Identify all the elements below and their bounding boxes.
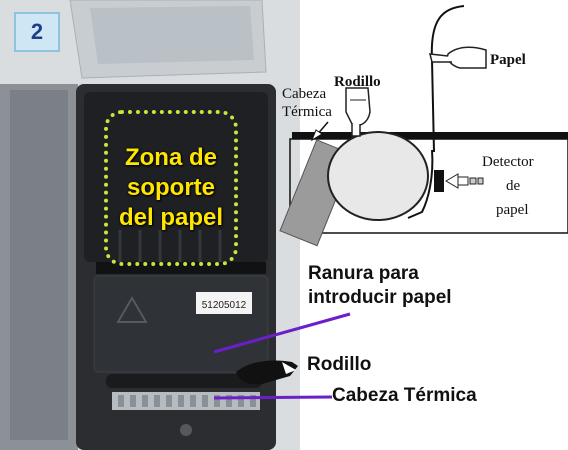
paper-path — [430, 5, 465, 153]
support-bar — [292, 132, 568, 139]
callout-line-cabeza — [213, 395, 333, 400]
serial-label: 51205012 — [202, 300, 247, 311]
callout-rodillo: Rodillo — [307, 354, 372, 375]
zone-label-line-3: del papel — [118, 204, 224, 231]
callout-ranura-line-2: introducir papel — [308, 287, 452, 308]
schematic-diagram: Papel Rodillo Cabeza Térmica Detector de… — [279, 5, 568, 247]
paper-detector — [434, 170, 444, 192]
screw — [180, 424, 192, 436]
detector-arrow-icon — [445, 173, 484, 189]
callout-cabeza-termica: Cabeza Térmica — [332, 385, 477, 406]
callout-ranura: Ranura para introducir papel — [308, 262, 452, 310]
callout-ranura-line-1: Ranura para — [308, 263, 419, 284]
hand-pointer-icon — [236, 360, 298, 385]
serial-sticker — [196, 292, 252, 314]
paper-compartment — [84, 92, 268, 262]
diagram-label-papel: Papel — [490, 52, 526, 68]
warning-icon — [116, 296, 148, 323]
roller-circle — [327, 131, 429, 221]
zone-label-line-2: soporte — [126, 174, 215, 201]
diagram-label-cabeza-2: Térmica — [282, 104, 332, 120]
printer-front-cover — [93, 275, 269, 373]
diagram-label-rodillo: Rodillo — [334, 74, 381, 90]
hand-papel-icon — [429, 46, 487, 69]
diagram-frame — [289, 138, 568, 234]
zone-label-line-1: Zona de — [124, 144, 217, 171]
diagram-label-cabeza-1: Cabeza — [282, 86, 326, 102]
step-number-badge: 2 — [14, 12, 60, 52]
printer-roller — [106, 374, 262, 388]
diagram-label-detector-1: Detector — [482, 154, 534, 170]
diagram-label-detector-3: papel — [496, 202, 528, 218]
paper-support-zone: Zona de soporte del papel — [104, 110, 238, 266]
diagram-label-detector-2: de — [506, 178, 521, 194]
callout-line-ranura — [213, 312, 351, 354]
hand-rodillo-icon — [345, 87, 371, 137]
